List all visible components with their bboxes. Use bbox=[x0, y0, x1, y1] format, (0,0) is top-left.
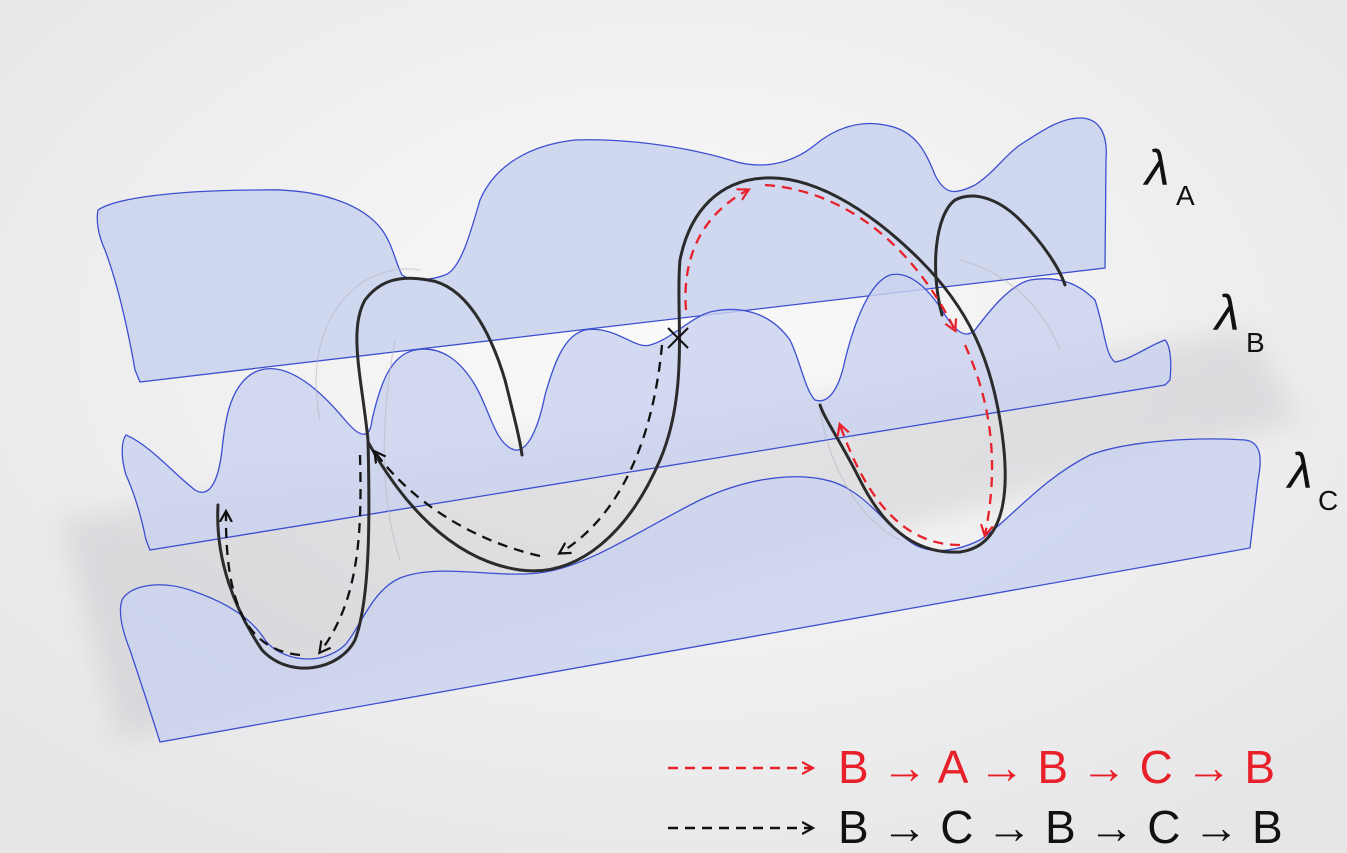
transition-loops bbox=[216, 176, 1067, 670]
red-segment-b-to-a bbox=[684, 190, 748, 311]
layer-label-b-subscript: B bbox=[1246, 327, 1265, 358]
legend: B → A → B → C → B B → C → B → C → B bbox=[668, 741, 1283, 853]
black-segment-c-to-b-2 bbox=[226, 512, 301, 657]
sheet-b bbox=[121, 273, 1172, 551]
cross-marker bbox=[667, 327, 689, 349]
sheet-a bbox=[96, 117, 1107, 383]
layer-label-a-symbol: λ bbox=[1142, 140, 1170, 196]
black-segment-b-to-c-2 bbox=[320, 454, 362, 652]
layer-label-b-symbol: λ bbox=[1212, 285, 1240, 341]
black-segment-c-to-b bbox=[375, 452, 541, 558]
legend-black-label: B → C → B → C → B bbox=[838, 801, 1283, 853]
red-path bbox=[684, 183, 992, 547]
loop-middle bbox=[366, 176, 1007, 573]
legend-red-label: B → A → B → C → B bbox=[838, 741, 1275, 793]
black-segment-b-to-c bbox=[560, 344, 664, 553]
layer-label-c-subscript: C bbox=[1318, 485, 1338, 516]
layer-label-c-symbol: λ bbox=[1285, 443, 1313, 499]
loop-left bbox=[216, 276, 524, 670]
red-segment-b-to-c bbox=[963, 344, 992, 535]
loop-right bbox=[934, 194, 1067, 317]
red-segment-a-to-b bbox=[764, 183, 955, 330]
layer-label-a-subscript: A bbox=[1176, 180, 1195, 211]
layer-labels: λ A λ B λ C bbox=[1142, 140, 1338, 516]
black-path bbox=[226, 344, 664, 657]
red-segment-c-to-b bbox=[840, 425, 961, 547]
sheet-c bbox=[119, 438, 1261, 743]
